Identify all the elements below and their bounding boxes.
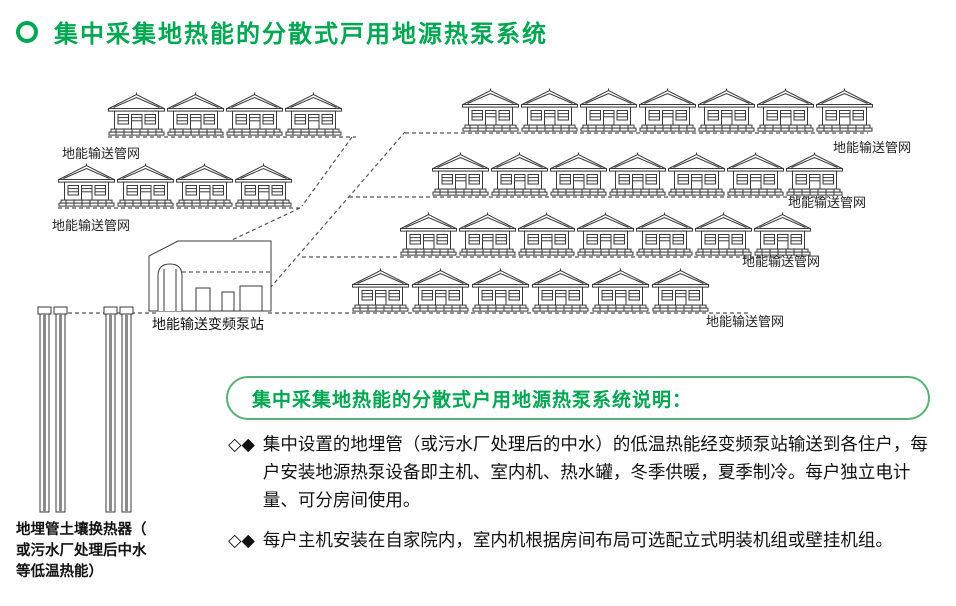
borehole-heat-exchanger-illustration xyxy=(30,301,150,521)
page-title-row: 集中采集地热能的分散式戸用地源热泵系统 xyxy=(16,14,548,49)
borehole-label: 地埋管土壤换热器（ 或污水厂处理后中水 等低温热能） xyxy=(16,520,147,583)
bullet-text: 每户主机安装在自家院内，室内机根据房间布局可选配立式明装机组或壁挂机组。 xyxy=(262,530,893,550)
title-bullet-icon xyxy=(16,20,38,43)
borehole-label-line-2: 或污水厂处理后中水 xyxy=(16,543,147,560)
explanation-box: 集中采集地热能的分散式户用地源热泵系统说明： xyxy=(226,376,930,420)
pump-station-label: 地能输送变频泵站 xyxy=(152,316,264,332)
bullet-marker-icon: ◇◆ xyxy=(228,530,255,550)
bullet-item: ◇◆ 集中设置的地埋管（或污水厂处理后的中水）的低温热能经变频泵站输送到各住户，每… xyxy=(228,430,930,514)
borehole-label-line-3: 等低温热能） xyxy=(16,564,103,581)
bullet-text: 集中设置的地埋管（或污水厂处理后的中水）的低温热能经变频泵站输送到各住户，每户安… xyxy=(262,434,928,510)
bullet-item: ◇◆ 每户主机安装在自家院内，室内机根据房间布局可选配立式明装机组或壁挂机组。 xyxy=(228,526,930,554)
explanation-title: 集中采集地热能的分散式户用地源热泵系统说明： xyxy=(252,389,693,411)
borehole-label-line-1: 地埋管土壤换热器（ xyxy=(16,522,147,538)
pump-station-illustration xyxy=(148,236,272,312)
bullet-marker-icon: ◇◆ xyxy=(228,434,255,454)
page-title: 集中采集地热能的分散式戸用地源热泵系统 xyxy=(54,21,548,48)
explanation-bullets: ◇◆ 集中设置的地埋管（或污水厂处理后的中水）的低温热能经变频泵站输送到各住户，每… xyxy=(228,430,930,566)
